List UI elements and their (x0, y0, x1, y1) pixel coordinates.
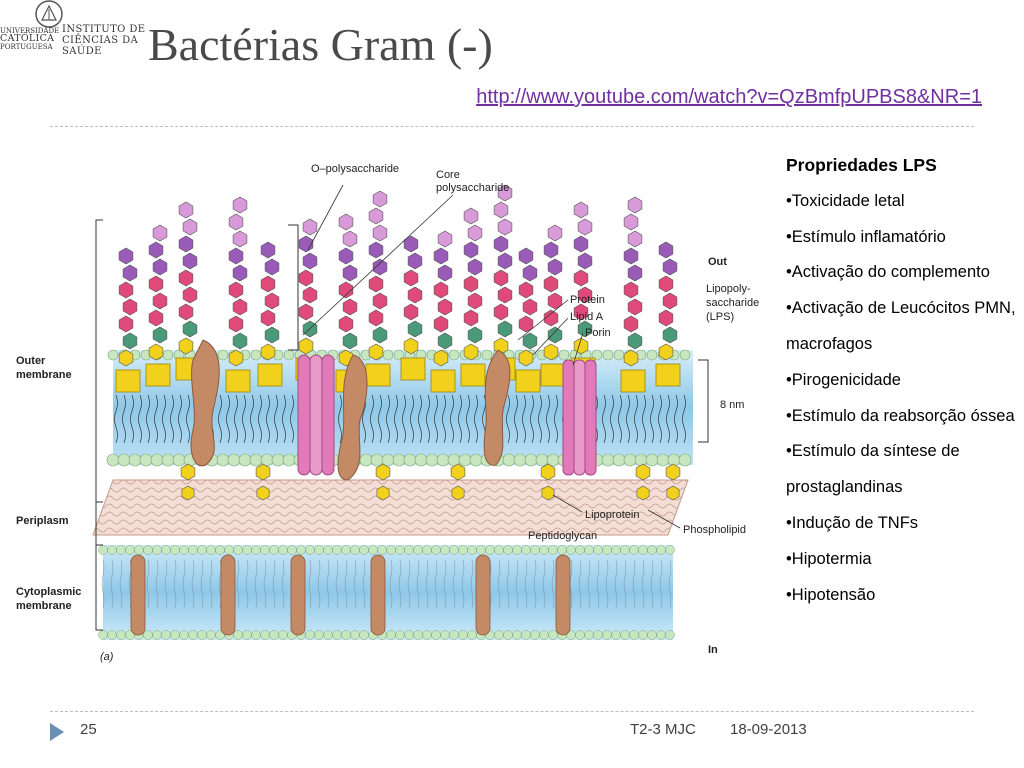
lipoproteins (180, 463, 681, 501)
label-phospholipid: Phospholipid (683, 524, 746, 536)
label-outer-line2: membrane (16, 369, 72, 381)
label-lps-line1: Lipopoly- (706, 283, 751, 295)
footer-date: 18-09-2013 (730, 721, 807, 738)
lps-property-item: •Activação do complemento (786, 263, 990, 282)
label-core-line2: polysaccharide (436, 182, 509, 194)
label-lps-line3: (LPS) (706, 311, 734, 323)
lps-property-item: •Indução de TNFs (786, 513, 919, 532)
label-thickness: 8 nm (720, 399, 744, 411)
lps-property-item: •Activação de Leucócitos PMN, macrofagos (786, 299, 1016, 353)
slide-title: Bactérias Gram (-) (148, 19, 493, 70)
top-divider (50, 126, 974, 127)
footer-author: T2-3 MJC (630, 721, 696, 738)
porin-2 (562, 359, 597, 476)
lps-property-item: •Hipotermia (786, 549, 872, 568)
protein-3 (483, 349, 511, 466)
protein-1 (190, 339, 220, 467)
layer-brackets (95, 219, 709, 631)
university-logo: UNIVERSIDADE CATÓLICA PORTUGUESA INSTITU… (0, 0, 150, 60)
label-lipoprotein: Lipoprotein (585, 509, 639, 521)
label-lipid-a: Lipid A (570, 311, 604, 323)
label-lps-line2: saccharide (706, 297, 759, 309)
cytoplasmic-membrane (98, 545, 675, 640)
label-protein: Protein (570, 294, 605, 306)
label-porin: Porin (585, 327, 611, 339)
bottom-divider (50, 711, 974, 712)
label-outer-line1: Outer (16, 355, 46, 367)
gram-negative-cell-wall-diagram: O–polysaccharide Core polysaccharide Out… (8, 150, 780, 695)
label-o-polysaccharide: O–polysaccharide (311, 163, 399, 175)
label-cyto-line1: Cytoplasmic (16, 586, 81, 598)
lps-chains (115, 184, 681, 393)
logo-institute-name: INSTITUTO DE CIÊNCIAS DA SAÚDE (62, 24, 146, 57)
leader-lines (302, 184, 681, 529)
video-link[interactable]: http://www.youtube.com/watch?v=QzBmfpUPB… (476, 86, 982, 108)
lps-property-item: •Estímulo da síntese de prostaglandinas (786, 442, 960, 497)
lps-property-item: •Pirogenicidade (786, 370, 901, 389)
lps-property-item: •Estímulo inflamatório (786, 227, 946, 246)
slide-number: 25 (80, 721, 97, 738)
lps-property-item: •Hipotensão (786, 585, 876, 604)
crest-icon (35, 0, 63, 28)
thickness-bracket (698, 359, 709, 443)
porin-1 (297, 354, 335, 476)
lps-properties-heading: Propriedades LPS (786, 155, 937, 175)
lps-property-item: •Toxicidade letal (786, 191, 905, 210)
cytoplasmic-proteins (130, 554, 571, 636)
label-in: In (708, 644, 718, 656)
label-periplasm: Periplasm (16, 515, 69, 527)
label-panel: (a) (100, 651, 114, 663)
label-peptidoglycan: Peptidoglycan (528, 530, 597, 542)
membrane-proteins (190, 339, 597, 481)
label-core-line1: Core (436, 169, 460, 181)
play-arrow-icon (50, 723, 64, 741)
lps-property-item: •Estímulo da reabsorção óssea (786, 406, 1015, 425)
label-out: Out (708, 256, 727, 268)
lps-properties-list: Propriedades LPS •Toxicidade letal •Estí… (786, 148, 1018, 613)
logo-university-name: UNIVERSIDADE CATÓLICA PORTUGUESA (0, 27, 60, 51)
label-cyto-line2: membrane (16, 600, 72, 612)
peptidoglycan-layer (92, 479, 689, 536)
protein-2 (337, 354, 368, 481)
